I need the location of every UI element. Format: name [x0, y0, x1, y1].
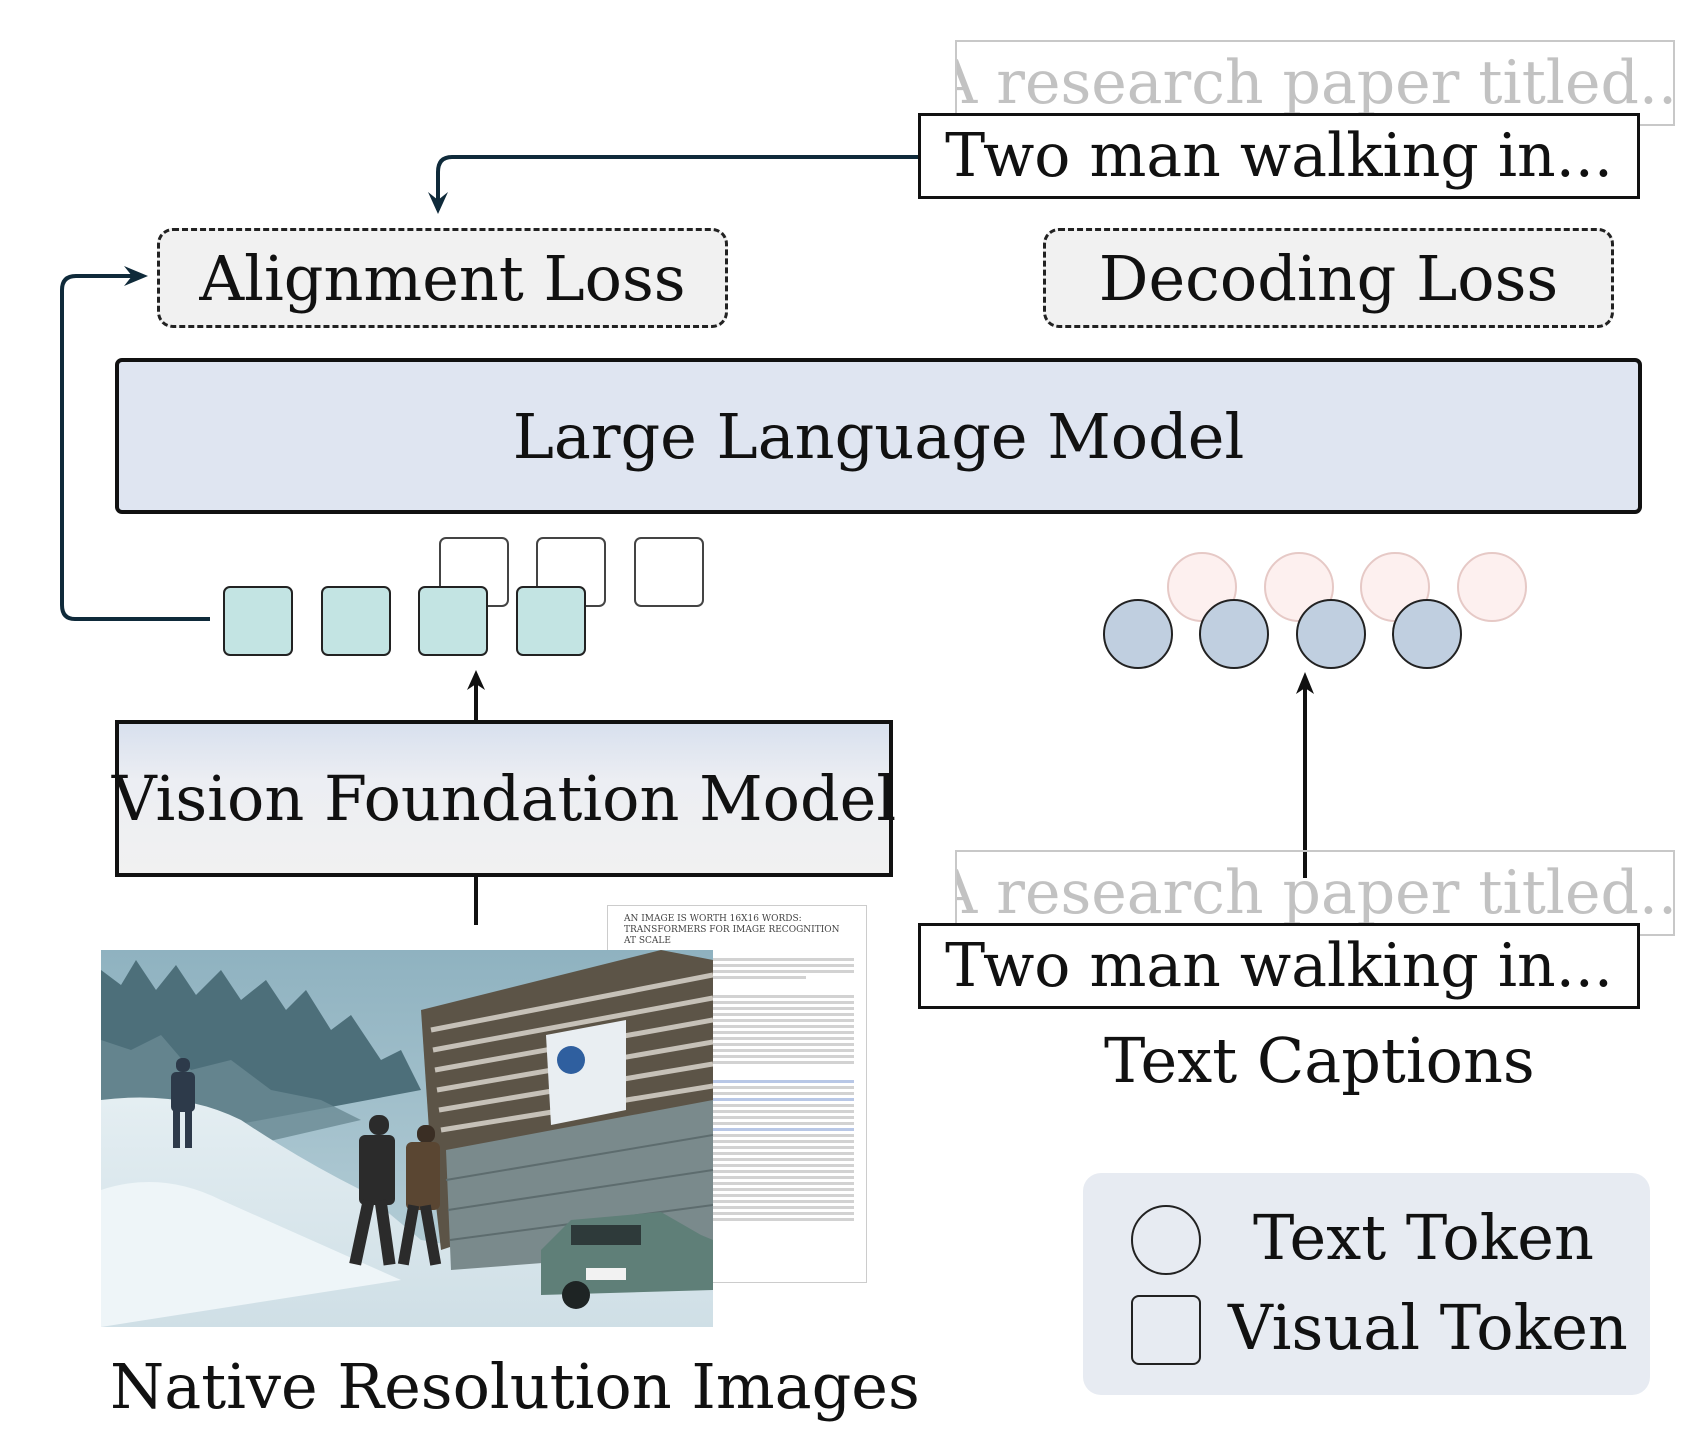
visual-tokens-to-alignment-arrow: [60, 274, 210, 621]
visual-token-ghost: [439, 537, 509, 607]
text-token-legend-label: Text Token: [1253, 1201, 1594, 1274]
visual-token-ghost: [634, 537, 704, 607]
decoding-loss-box: Decoding Loss: [1043, 228, 1614, 328]
alignment-loss-box: Alignment Loss: [157, 228, 728, 328]
visual-token: [321, 586, 391, 656]
caption-to-alignment-arrow: [433, 155, 918, 212]
text-token-ghost: [1457, 552, 1527, 622]
caption-ghost-bottom: A research paper titled...: [955, 850, 1675, 936]
vision-foundation-model-box: Vision Foundation Model: [112, 720, 896, 877]
caption-text-top: Two man walking in...: [918, 113, 1640, 199]
text-token: [1296, 599, 1366, 669]
visual-token: [418, 586, 488, 656]
native-resolution-images-label: Native Resolution Images: [110, 1350, 920, 1423]
text-token-legend-icon: [1131, 1205, 1201, 1275]
visual-token: [223, 586, 293, 656]
paper-title: AN IMAGE IS WORTH 16X16 WORDS: TRANSFORM…: [624, 914, 840, 946]
visual-token: [516, 586, 586, 656]
visual-token-legend-icon: [1131, 1295, 1201, 1365]
text-token: [1199, 599, 1269, 669]
text-token: [1392, 599, 1462, 669]
legend: Text Token Visual Token: [1083, 1173, 1650, 1395]
large-language-model-box: Large Language Model: [115, 358, 1642, 514]
text-captions-label: Text Captions: [1104, 1024, 1535, 1097]
text-token: [1103, 599, 1173, 669]
paper-thumbnail: AN IMAGE IS WORTH 16X16 WORDS: TRANSFORM…: [607, 905, 867, 1283]
caption-text-bottom: Two man walking in...: [918, 923, 1640, 1009]
native-resolution-photo: [101, 950, 713, 1327]
visual-token-legend-label: Visual Token: [1228, 1291, 1628, 1364]
